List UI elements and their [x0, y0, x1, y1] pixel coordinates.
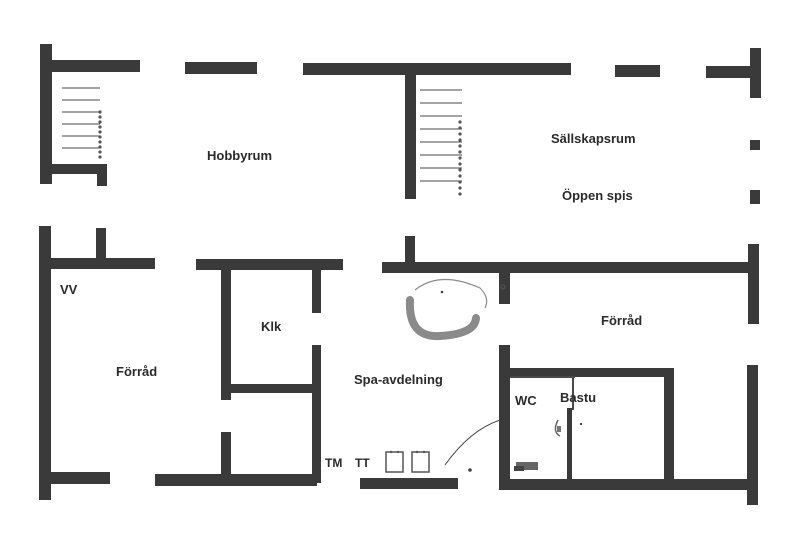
wall-klk-left: [221, 268, 231, 400]
wall-left-lower: [39, 226, 51, 500]
wall-top-4: [615, 65, 660, 77]
wall-klk-right-lower: [312, 345, 321, 483]
room-vv: VV: [60, 282, 78, 297]
wall-top-1: [40, 60, 140, 72]
wall-lower-closet-left: [221, 432, 231, 480]
room-spa-avdelning: Spa-avdelning: [354, 372, 443, 387]
room-klk: Klk: [261, 319, 282, 334]
wall-right-top: [750, 48, 761, 98]
wall-bottom-3: [360, 478, 458, 489]
wall-right-lower: [747, 365, 758, 505]
hot-tub-icon: [405, 278, 506, 341]
wall-stair-closet: [50, 164, 107, 174]
label-tm: TM: [325, 456, 342, 470]
wall-int-h-right: [382, 262, 752, 273]
wall-top-5: [706, 66, 756, 78]
appliance-left-icon: [385, 450, 404, 473]
wall-bastu-top: [509, 368, 674, 377]
room-forrad-left: Förråd: [116, 364, 157, 379]
stair-middle-rail: [458, 120, 462, 196]
wall-right-stub1: [750, 140, 760, 150]
sink-icon: [554, 419, 561, 437]
wall-klk-bottom: [230, 384, 321, 393]
room-forrad-right: Förråd: [601, 313, 642, 328]
stair-left-rail: [98, 110, 102, 159]
wall-klk-right: [312, 268, 321, 313]
toilet-icon: [514, 462, 538, 471]
wall-upper-divider: [405, 72, 416, 199]
room-bastu: Bastu: [560, 390, 596, 405]
walls: [39, 44, 761, 505]
stair-left: [62, 87, 102, 159]
stair-middle: [420, 89, 462, 196]
door-lines: [444, 376, 582, 466]
wall-bottom-2: [155, 474, 317, 486]
wall-bottom-1: [40, 472, 110, 484]
wall-divider-lower-stub: [405, 236, 415, 270]
appliance-right-icon: [411, 450, 430, 473]
wall-bottom-4: [500, 479, 758, 490]
room-oppen-spis: Öppen spis: [562, 188, 633, 203]
wall-wc-left: [499, 345, 510, 490]
room-wc: WC: [515, 393, 537, 408]
wall-right-mid: [748, 244, 759, 324]
wall-int-h-mid: [196, 259, 343, 270]
label-tt: TT: [355, 456, 370, 470]
wall-right-stub2: [750, 190, 760, 204]
room-hobbyrum: Hobbyrum: [207, 148, 272, 163]
wall-stair-closet-v: [97, 164, 107, 186]
floor-drain-icon: [468, 468, 472, 472]
wall-left-upper: [40, 44, 52, 184]
wall-bastu-right: [664, 370, 674, 482]
wall-wc-bastu-divider: [567, 408, 572, 482]
room-sallskapsrum: Sällskapsrum: [551, 131, 636, 146]
wall-int-stub-v: [96, 228, 106, 264]
wall-top-3: [303, 63, 571, 75]
wall-top-2: [185, 62, 257, 74]
